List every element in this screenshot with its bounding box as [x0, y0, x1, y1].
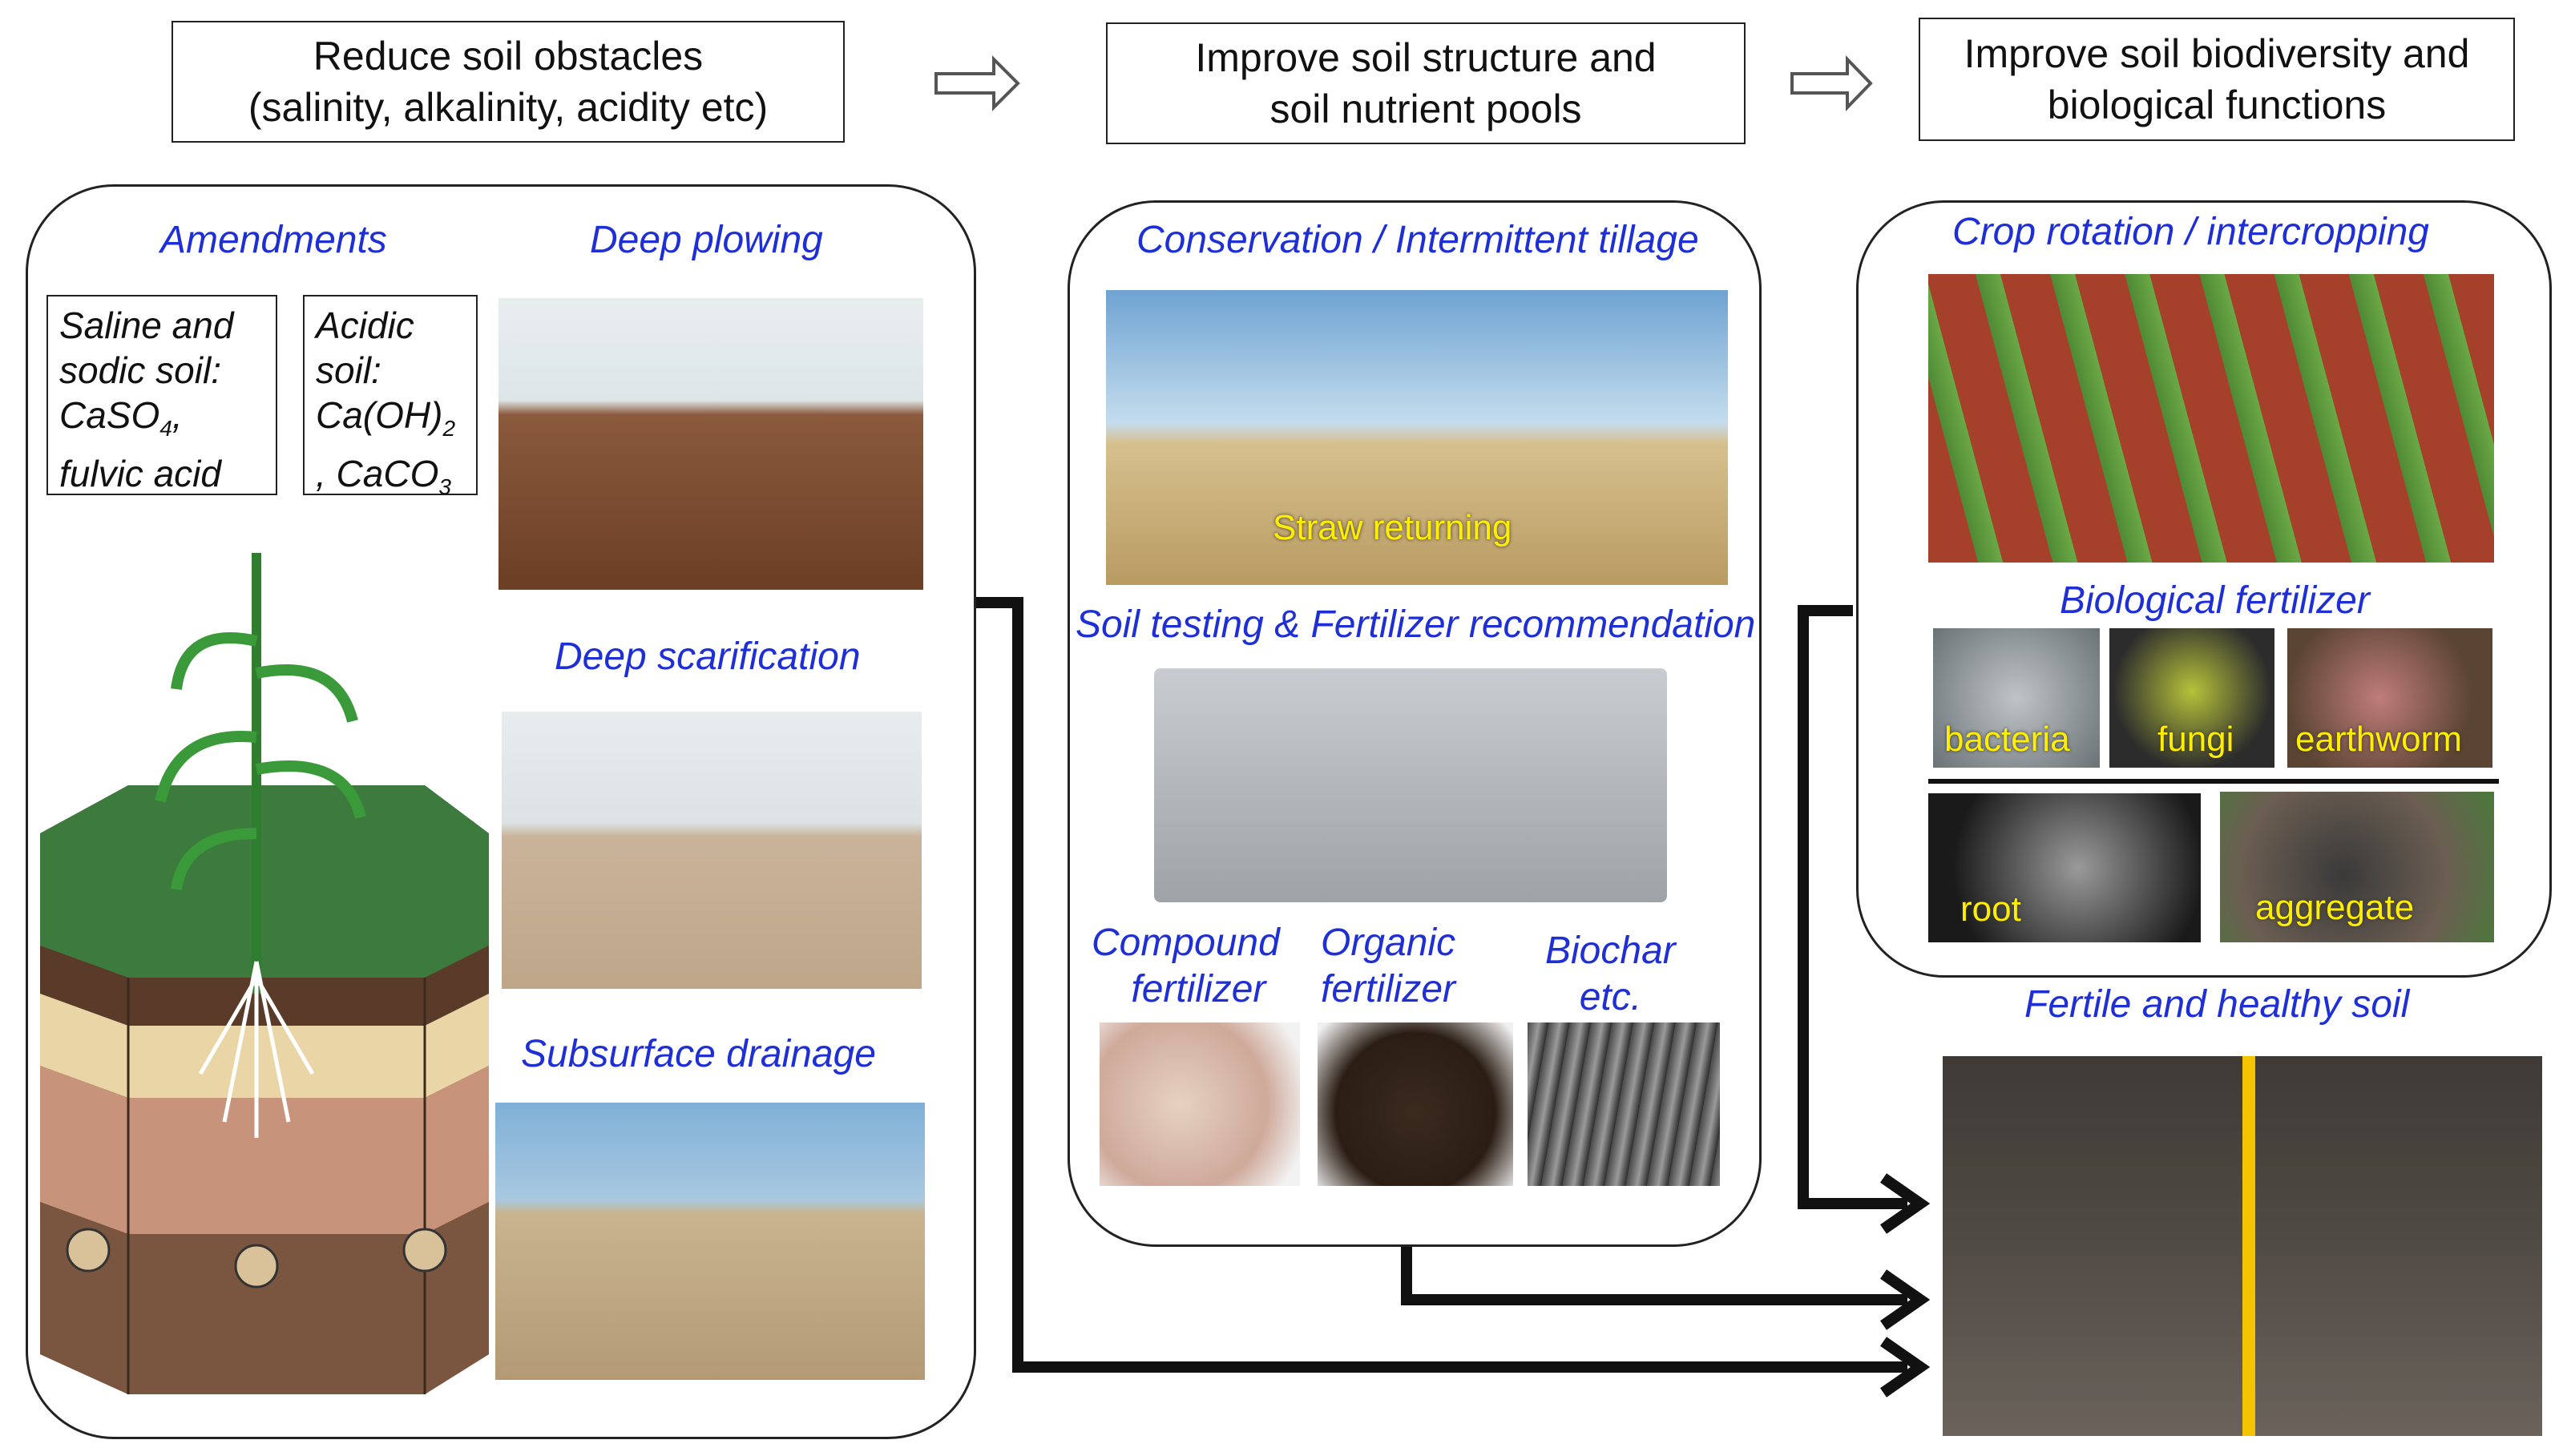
photo-deep-scarification	[502, 712, 922, 989]
photo-root: root	[1928, 793, 2201, 942]
acidic-line2: soil:	[316, 349, 381, 391]
caption-aggregate: aggregate	[2255, 888, 2415, 927]
measuring-tape	[2242, 1056, 2255, 1436]
header-box-improve-biodiversity: Improve soil biodiversity and biological…	[1919, 18, 2515, 141]
caption-bacteria: bacteria	[1944, 720, 2070, 759]
label-organic-fertilizer: Organic fertilizer	[1321, 920, 1455, 1013]
header-box-1-line2: (salinity, alkalinity, acidity etc)	[248, 85, 769, 130]
header-box-3-line1: Improve soil biodiversity and	[1964, 31, 2470, 76]
connector-middle-to-soil	[1401, 1247, 1907, 1305]
label-soil-testing: Soil testing & Fertilizer recommendation	[1076, 603, 1756, 646]
divider-line	[1928, 779, 2499, 784]
caption-earthworm: earthworm	[2295, 720, 2462, 759]
photo-biochar	[1528, 1022, 1720, 1186]
caption-fungi: fungi	[2157, 720, 2234, 759]
label-compound-fertilizer: Compound fertilizer	[1092, 920, 1280, 1013]
biochar-line2: etc.	[1579, 976, 1642, 1018]
acidic-formula2: , CaCO	[316, 453, 439, 495]
header-box-reduce-obstacles: Reduce soil obstacles (salinity, alkalin…	[172, 21, 845, 143]
header-box-3-line2: biological functions	[2047, 83, 2387, 127]
photo-fungi: fungi	[2109, 628, 2274, 768]
acidic-soil-box: Acidic soil: Ca(OH)2 , CaCO3	[303, 295, 478, 499]
header-box-2-line1: Improve soil structure and	[1195, 35, 1657, 80]
photo-bacteria: bacteria	[1933, 628, 2100, 768]
saline-soil-box: Saline and sodic soil: CaSO4, fulvic aci…	[46, 295, 277, 495]
header-box-improve-structure: Improve soil structure and soil nutrient…	[1106, 22, 1746, 144]
photo-straw-returning: Straw returning	[1106, 290, 1728, 585]
saline-line1: Saline and	[59, 305, 234, 346]
compound-line1: Compound	[1092, 922, 1280, 964]
photo-organic-fertilizer	[1318, 1022, 1513, 1186]
soil-column-illustration	[40, 553, 489, 1394]
saline-formula-sub: 4	[159, 416, 172, 442]
photo-compound-fertilizer	[1100, 1022, 1300, 1186]
acidic-formula2-sub: 3	[438, 474, 451, 500]
organic-line2: fertilizer	[1321, 968, 1456, 1010]
organic-line1: Organic	[1321, 922, 1456, 964]
caption-straw-returning: Straw returning	[1273, 508, 1512, 547]
label-deep-scarification: Deep scarification	[555, 635, 861, 678]
label-conservation-tillage: Conservation / Intermittent tillage	[1136, 219, 1699, 261]
label-biological-fertilizer: Biological fertilizer	[2060, 579, 2370, 622]
label-subsurface-drainage: Subsurface drainage	[521, 1033, 876, 1075]
header-box-1-line1: Reduce soil obstacles	[313, 34, 704, 79]
label-amendments: Amendments	[160, 219, 387, 261]
saline-formula: CaSO	[59, 394, 160, 436]
saline-line4: fulvic acid	[59, 453, 221, 495]
photo-subsurface-drainage	[495, 1103, 925, 1380]
header-box-2-line2: soil nutrient pools	[1269, 87, 1582, 131]
photo-soil-testing-kit	[1154, 668, 1667, 902]
photo-earthworm: earthworm	[2287, 628, 2492, 768]
saline-formula-tail: ,	[172, 394, 183, 436]
hollow-arrow-1	[934, 55, 1020, 111]
label-biochar: Biochar etc.	[1545, 928, 1676, 1021]
photo-fertile-soil-profile	[1943, 1056, 2542, 1436]
acidic-line1: Acidic	[316, 305, 414, 346]
label-crop-rotation: Crop rotation / intercropping	[1952, 211, 2429, 253]
hollow-arrow-2	[1790, 55, 1873, 111]
caption-root: root	[1960, 889, 2021, 929]
saline-line2: sodic soil:	[59, 349, 221, 391]
acidic-formula: Ca(OH)	[316, 394, 443, 436]
biochar-line1: Biochar	[1545, 930, 1676, 972]
label-deep-plowing: Deep plowing	[590, 219, 823, 261]
acidic-formula-sub: 2	[442, 416, 456, 442]
connector-right-to-soil	[1798, 605, 1907, 1209]
photo-deep-plowing	[498, 298, 923, 590]
connector-left-to-soil	[971, 597, 1907, 1373]
photo-aggregate: aggregate	[2220, 792, 2494, 942]
compound-line2: fertilizer	[1131, 968, 1266, 1010]
label-fertile-healthy-soil: Fertile and healthy soil	[2024, 983, 2410, 1026]
photo-crop-rotation	[1928, 274, 2494, 563]
